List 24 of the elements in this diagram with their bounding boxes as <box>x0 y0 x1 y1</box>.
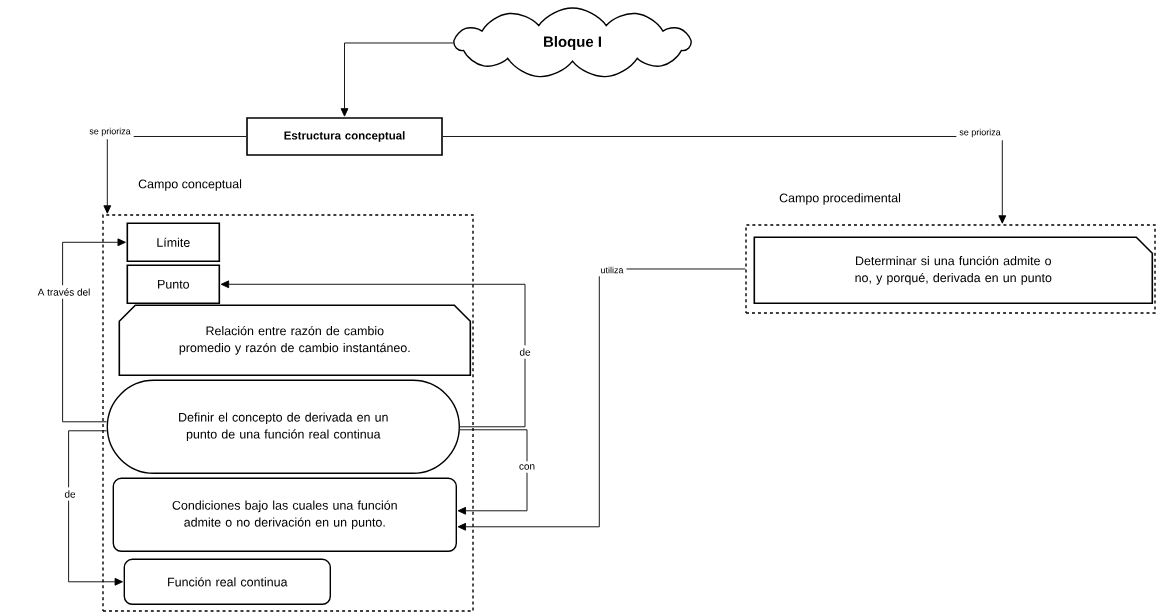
edge-label: se prioriza <box>86 124 134 140</box>
arrow <box>457 268 746 531</box>
arrow <box>220 280 526 428</box>
edge-label: A través del <box>34 285 94 299</box>
arrow <box>340 42 454 117</box>
concept-box: Función real continua <box>123 558 331 605</box>
edge-label: de <box>516 345 534 359</box>
concept-box: Estructura conceptual <box>246 117 443 156</box>
arrow <box>62 238 126 423</box>
edge-label: con <box>515 461 539 473</box>
node-label: Campo conceptual <box>138 179 242 191</box>
concept-box: Límite <box>126 222 221 263</box>
edge-label: se prioriza <box>956 125 1004 141</box>
arrow <box>68 430 123 586</box>
arrow <box>457 429 528 515</box>
node-label: Campo procedimental <box>779 193 901 205</box>
arrow <box>103 136 247 214</box>
arrow <box>442 136 1007 224</box>
edge-label: de <box>61 487 79 501</box>
concept-box: Punto <box>126 264 221 305</box>
concept-box: Condiciones bajo las cuales una función admite o no derivación en un punto. <box>112 477 457 552</box>
procedure-box: Determinar si una función admite o no, y porqué, derivada en un punto <box>753 236 1154 305</box>
edge-label: utiliza <box>597 263 627 277</box>
concept-box: Relación entre razón de cambio promedio y razón de cambio instantáneo. <box>118 304 472 377</box>
